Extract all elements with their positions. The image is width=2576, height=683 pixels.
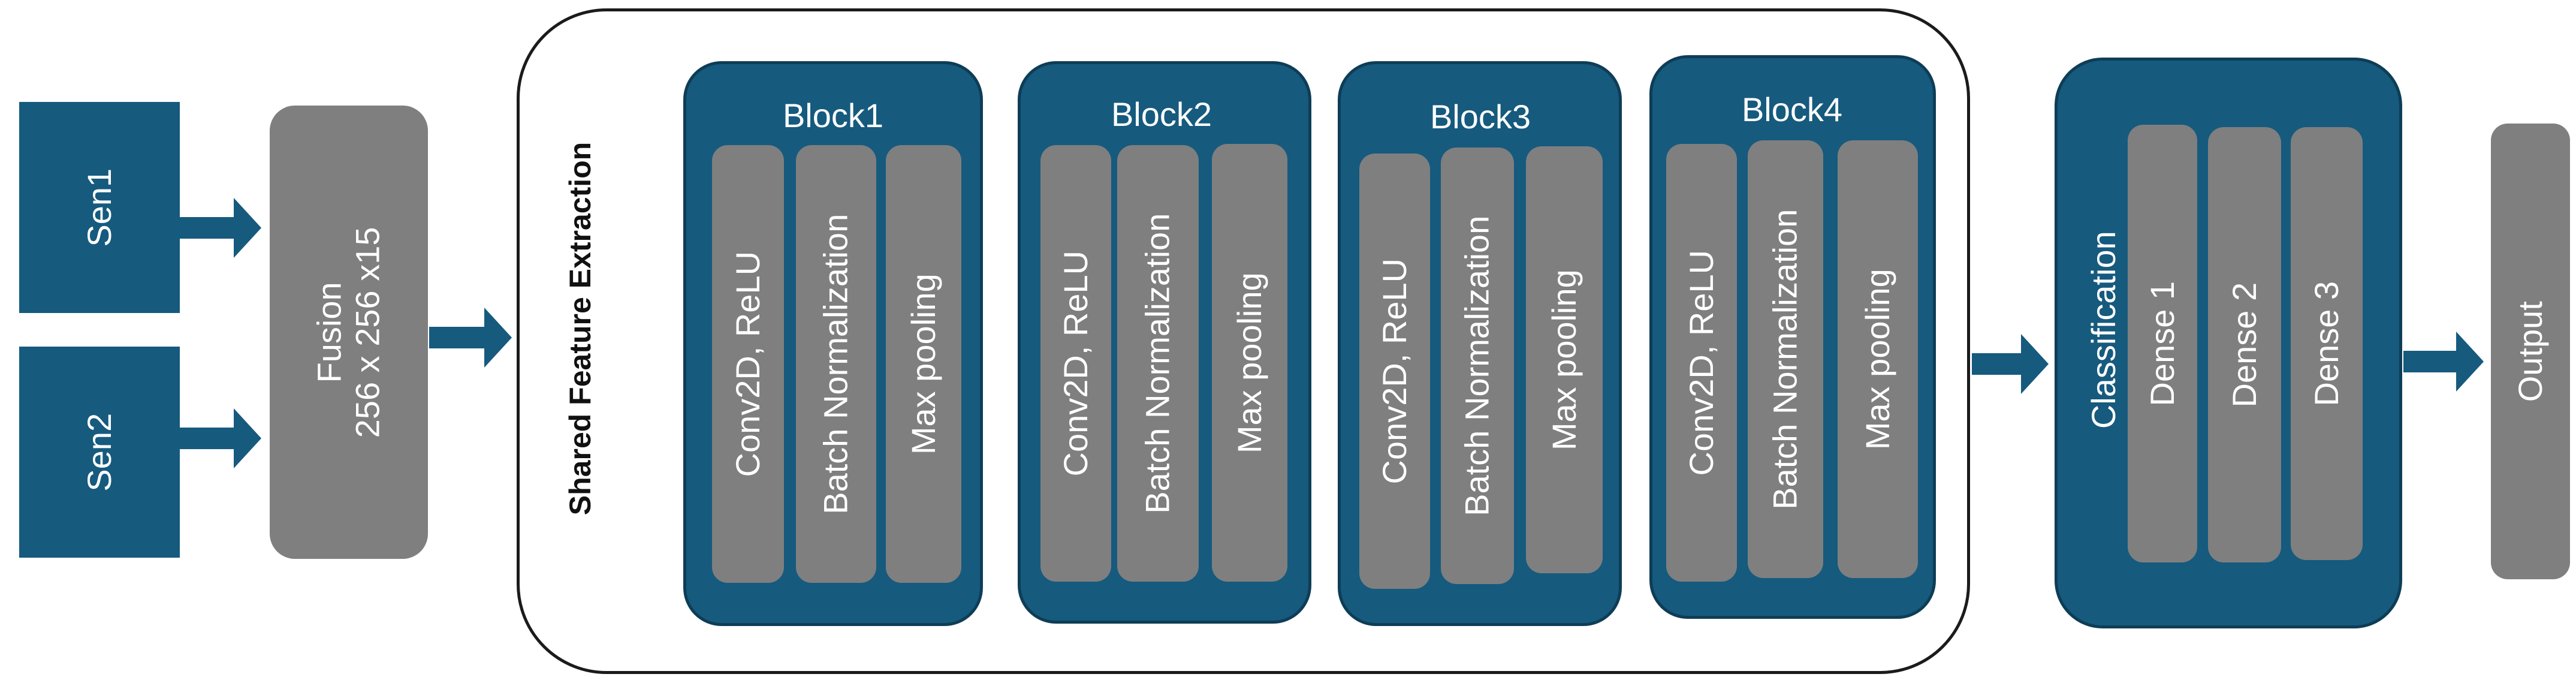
sen2-box: Sen2 — [19, 347, 180, 558]
block1-conv-layer: Conv2D, ReLU — [712, 145, 784, 583]
block3-batchnorm-label: Batch Normalization — [1458, 215, 1496, 516]
dense2-layer: Dense 2 — [2208, 127, 2281, 562]
block3-title: Block3 — [1429, 98, 1531, 136]
block4-batchnorm-label: Batch Normalization — [1766, 209, 1804, 510]
block2-batchnorm-label: Batch Normalization — [1138, 213, 1177, 514]
block3-maxpool-label: Max pooling — [1545, 269, 1583, 450]
block3-conv-layer: Conv2D, ReLU — [1359, 154, 1430, 589]
classification-label: Classification — [2084, 231, 2122, 429]
fusion-size: 256 x 256 x15 — [349, 227, 387, 438]
dense1-layer: Dense 1 — [2128, 125, 2197, 562]
block4-conv-layer: Conv2D, ReLU — [1666, 144, 1737, 582]
block1-title: Block1 — [782, 97, 884, 134]
dense3-layer: Dense 3 — [2291, 127, 2363, 560]
fusion-box: Fusion 256 x 256 x15 — [270, 106, 428, 559]
block4-maxpool-label: Max pooling — [1858, 269, 1896, 450]
sen1-label: Sen1 — [80, 168, 118, 247]
arrow-sen1-to-fusion — [179, 198, 261, 258]
output-box: Output — [2491, 124, 2570, 579]
arrow-classification-to-output — [2403, 332, 2484, 392]
block2-maxpool-label: Max pooling — [1230, 272, 1268, 453]
dense3-label: Dense 3 — [2307, 281, 2345, 407]
block4-conv-label: Conv2D, ReLU — [1682, 249, 1720, 476]
block2-maxpool-layer: Max pooling — [1212, 144, 1287, 582]
block2-title: Block2 — [1111, 95, 1212, 133]
fusion-label: Fusion 256 x 256 x15 — [310, 227, 388, 438]
block2-conv-layer: Conv2D, ReLU — [1040, 145, 1111, 582]
block1-maxpool-layer: Max pooling — [886, 145, 961, 583]
block4-batchnorm-layer: Batch Normalization — [1748, 140, 1823, 578]
block2-conv-label: Conv2D, ReLU — [1056, 250, 1094, 477]
classification-label-box: Classification — [2082, 120, 2125, 540]
block2-batchnorm-layer: Batch Normalization — [1117, 145, 1199, 582]
sen2-label: Sen2 — [80, 413, 118, 492]
block3-batchnorm-layer: Batch Normalization — [1441, 148, 1514, 584]
block3-conv-label: Conv2D, ReLU — [1375, 258, 1413, 485]
block1-batchnorm-layer: Batch Normalization — [796, 145, 876, 583]
block4-maxpool-layer: Max pooling — [1838, 140, 1918, 578]
arrow-sen2-to-fusion — [179, 408, 261, 468]
block1-maxpool-label: Max pooling — [904, 273, 942, 455]
output-label: Output — [2511, 300, 2549, 402]
sen1-box: Sen1 — [19, 102, 180, 313]
block3-maxpool-layer: Max pooling — [1526, 146, 1603, 573]
block4-title: Block4 — [1741, 91, 1843, 128]
block1-batchnorm-label: Batch Normalization — [816, 213, 855, 514]
shared-feature-extraction-label: Shared Feature Extraction — [563, 142, 597, 516]
block1-conv-label: Conv2D, ReLU — [728, 251, 767, 477]
arrow-fusion-to-features — [429, 308, 512, 368]
arrow-features-to-classification — [1972, 334, 2049, 394]
dense2-label: Dense 2 — [2225, 282, 2263, 408]
dense1-label: Dense 1 — [2143, 281, 2181, 407]
fusion-title: Fusion — [310, 281, 348, 383]
